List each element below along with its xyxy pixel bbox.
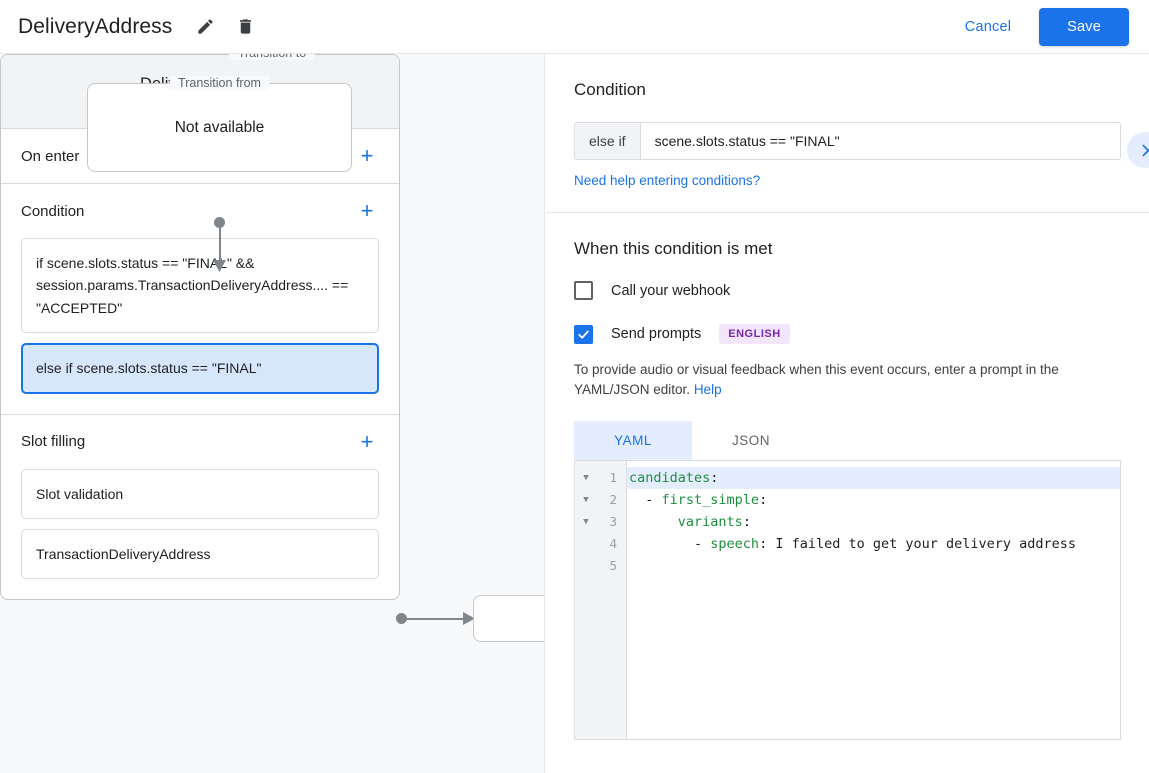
- send-prompts-row[interactable]: Send prompts ENGLISH: [574, 324, 1121, 344]
- transition-from-legend: Transition from: [169, 76, 270, 90]
- section-on-enter-header: On enter +: [21, 129, 379, 183]
- yaml-dash: -: [629, 535, 711, 552]
- code-line[interactable]: - speech: I failed to get your delivery …: [627, 533, 1120, 555]
- line-number: 2: [609, 492, 617, 507]
- editor-format-tabs: YAML JSON: [574, 420, 1121, 460]
- connector-arrowhead-right: [463, 612, 475, 625]
- code-line[interactable]: candidates:: [627, 466, 1120, 489]
- chevron-right-icon[interactable]: [1127, 132, 1149, 168]
- yaml-colon: :: [759, 491, 768, 508]
- section-condition-header: Condition +: [21, 184, 379, 238]
- connector-line-vertical: [218, 222, 221, 266]
- gutter-line[interactable]: ▼ 3: [575, 511, 626, 533]
- top-app-bar: DeliveryAddress Cancel Save: [0, 0, 1149, 54]
- line-number: 3: [609, 514, 617, 529]
- detail-condition-section: Condition else if Need help entering con…: [546, 54, 1149, 213]
- transition-from-value: Not available: [174, 118, 265, 136]
- when-condition-met-section: When this condition is met Call your web…: [546, 213, 1149, 762]
- add-condition-button[interactable]: +: [360, 198, 374, 223]
- tab-yaml[interactable]: YAML: [574, 420, 692, 460]
- call-webhook-checkbox[interactable]: [574, 281, 593, 300]
- yaml-colon: :: [759, 535, 776, 552]
- line-number: 5: [609, 558, 617, 573]
- yaml-colon: :: [710, 469, 719, 486]
- prompts-helper-sentence: To provide audio or visual feedback when…: [574, 362, 1059, 398]
- condition-list: if scene.slots.status == "FINAL" && sess…: [21, 238, 379, 414]
- page-title: DeliveryAddress: [18, 14, 173, 38]
- yaml-colon: :: [742, 513, 751, 530]
- call-webhook-label: Call your webhook: [611, 282, 731, 299]
- connector-arrowhead-down: [213, 260, 226, 272]
- pencil-icon[interactable]: [190, 12, 220, 42]
- add-on-enter-button[interactable]: +: [360, 143, 374, 168]
- code-line[interactable]: [627, 555, 1120, 577]
- tab-json[interactable]: JSON: [731, 432, 770, 448]
- prompts-help-link[interactable]: Help: [693, 382, 722, 398]
- gutter-line[interactable]: 4: [575, 533, 626, 555]
- transition-to-legend: Transition to: [228, 54, 316, 60]
- fold-arrow-icon[interactable]: ▼: [583, 516, 589, 527]
- scene-graph-panel: Transition from Not available Transition…: [0, 54, 545, 773]
- condition-help-link[interactable]: Need help entering conditions?: [574, 173, 761, 188]
- line-number: 1: [609, 470, 617, 485]
- fold-arrow-icon[interactable]: ▼: [583, 494, 589, 505]
- section-slot-filling: Slot filling + Slot validation Transacti…: [1, 414, 399, 600]
- send-prompts-label: Send prompts: [611, 326, 702, 342]
- line-number: 4: [609, 536, 617, 551]
- yaml-dash: -: [629, 491, 662, 508]
- transition-target-node[interactable]: [473, 595, 544, 642]
- code-line[interactable]: variants:: [627, 511, 1120, 533]
- section-condition-label: Condition: [21, 202, 85, 220]
- yaml-editor[interactable]: ▼ 1 ▼ 2 ▼ 3 4: [574, 459, 1121, 740]
- transition-from-box: Transition from Not available: [87, 76, 352, 172]
- connector-line-horizontal: [405, 617, 465, 620]
- condition-item-selected[interactable]: else if scene.slots.status == "FINAL": [21, 343, 379, 394]
- gutter-line[interactable]: ▼ 2: [575, 489, 626, 511]
- editor-code-area[interactable]: candidates: - first_simple: variants: - …: [627, 461, 1120, 739]
- yaml-key: variants: [677, 513, 743, 530]
- fold-arrow-icon[interactable]: ▼: [583, 472, 589, 483]
- yaml-key: first_simple: [661, 491, 760, 508]
- yaml-value: I failed to get your delivery address: [775, 535, 1077, 552]
- save-button[interactable]: Save: [1039, 7, 1129, 46]
- send-prompts-checkbox[interactable]: [574, 324, 593, 344]
- slot-filling-list: Slot validation TransactionDeliveryAddre…: [21, 468, 379, 600]
- condition-item[interactable]: if scene.slots.status == "FINAL" && sess…: [21, 238, 379, 334]
- webhook-row[interactable]: Call your webhook: [574, 281, 1121, 300]
- condition-input-row: else if: [574, 122, 1121, 160]
- connector-dot-condition: [396, 613, 407, 624]
- prompts-helper-text: To provide audio or visual feedback when…: [574, 360, 1121, 401]
- section-slot-filling-header: Slot filling +: [21, 415, 379, 469]
- language-badge: ENGLISH: [719, 324, 790, 344]
- code-line[interactable]: - first_simple:: [627, 489, 1120, 511]
- cancel-button[interactable]: Cancel: [951, 10, 1025, 44]
- yaml-key: candidates: [629, 469, 711, 486]
- gutter-line[interactable]: 5: [575, 555, 626, 577]
- editor-gutter: ▼ 1 ▼ 2 ▼ 3 4: [575, 460, 627, 739]
- slot-filling-item[interactable]: Slot validation: [21, 468, 379, 519]
- trash-icon[interactable]: [230, 12, 260, 42]
- content-area: Transition from Not available Transition…: [0, 54, 1149, 773]
- condition-prefix-label: else if: [575, 123, 641, 159]
- add-slot-filling-button[interactable]: +: [360, 428, 374, 454]
- yaml-key: speech: [710, 535, 760, 552]
- condition-detail-panel: Condition else if Need help entering con…: [546, 54, 1149, 773]
- when-condition-met-heading: When this condition is met: [574, 239, 773, 258]
- yaml-indent: [629, 514, 678, 530]
- condition-expression-input[interactable]: [640, 123, 1120, 159]
- gutter-line[interactable]: ▼ 1: [575, 467, 626, 489]
- section-on-enter-label: On enter: [21, 147, 80, 165]
- section-condition: Condition + if scene.slots.status == "FI…: [1, 184, 399, 415]
- detail-condition-heading: Condition: [574, 80, 646, 99]
- slot-filling-item[interactable]: TransactionDeliveryAddress: [21, 528, 379, 580]
- section-slot-filling-label: Slot filling: [21, 433, 86, 451]
